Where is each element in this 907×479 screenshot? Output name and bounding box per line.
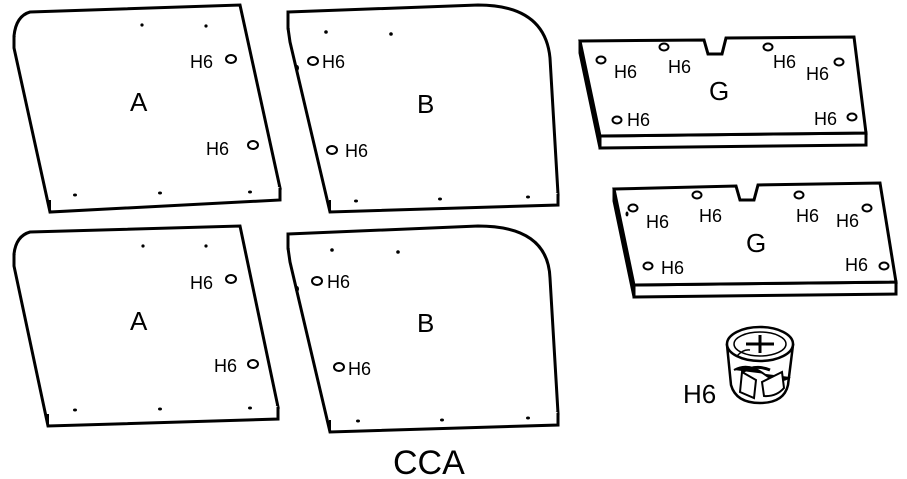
hole-label-a4: H6: [214, 356, 237, 376]
hole-label-g3: H6: [773, 52, 796, 72]
hole-label-b4: H6: [348, 359, 371, 379]
panel-a-bottom: H6 H6 A: [12, 224, 280, 428]
panel-b-top: H6 H6 B: [286, 3, 560, 214]
hole-label-g5: H6: [627, 110, 650, 130]
panel-a-top: H6 H6 A: [12, 3, 282, 214]
panel-g-bottom-letter: G: [746, 228, 766, 258]
panel-g-bottom: H6 H6 H6 H6 H6 H6 G: [612, 181, 898, 299]
panel-b-bottom: H6 H6 B: [286, 224, 560, 434]
hole-label-g7: H6: [646, 212, 669, 232]
hole-label-g2: H6: [668, 57, 691, 77]
hole-label-g4: H6: [806, 64, 829, 84]
hole-label-g10: H6: [836, 211, 859, 231]
hole-label-a3: H6: [190, 273, 213, 293]
panel-a-top-letter: A: [130, 87, 148, 117]
hole-label-g11: H6: [661, 258, 684, 278]
hole-label-a1: H6: [190, 52, 213, 72]
hole-label-b3: H6: [327, 272, 350, 292]
panel-b-bottom-letter: B: [417, 308, 434, 338]
hole-label-b1: H6: [322, 52, 345, 72]
panel-b-top-letter: B: [417, 89, 434, 119]
hole-label-g8: H6: [699, 206, 722, 226]
hole-label-g1: H6: [614, 62, 637, 82]
hole-label-g6: H6: [814, 109, 837, 129]
hole-label-a2: H6: [206, 139, 229, 159]
caption: CCA: [393, 444, 465, 479]
fastener-label: H6: [683, 379, 716, 409]
panel-a-bottom-letter: A: [130, 306, 148, 336]
hole-label-g12: H6: [845, 255, 868, 275]
hole-label-g9: H6: [796, 206, 819, 226]
cam-lock-fastener-icon: [725, 325, 795, 405]
panel-g-top: H6 H6 H6 H6 H6 H6 G: [578, 35, 868, 150]
hole-label-b2: H6: [345, 141, 368, 161]
panel-g-top-letter: G: [709, 76, 729, 106]
